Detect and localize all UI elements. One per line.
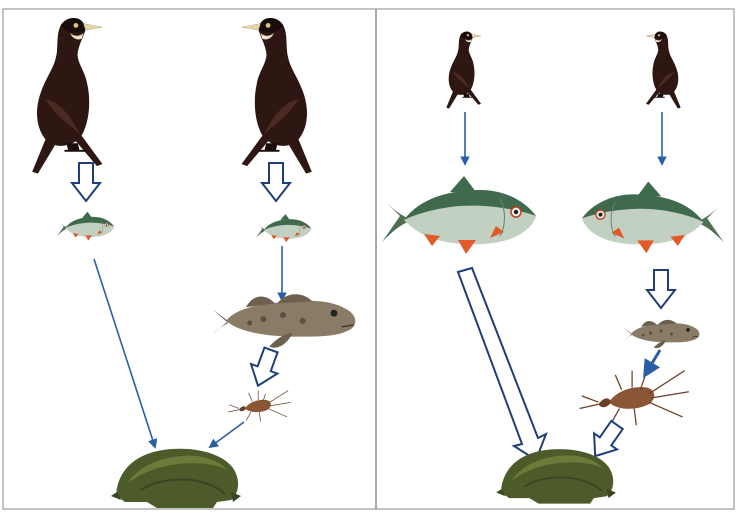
figure-frame xyxy=(3,9,734,509)
